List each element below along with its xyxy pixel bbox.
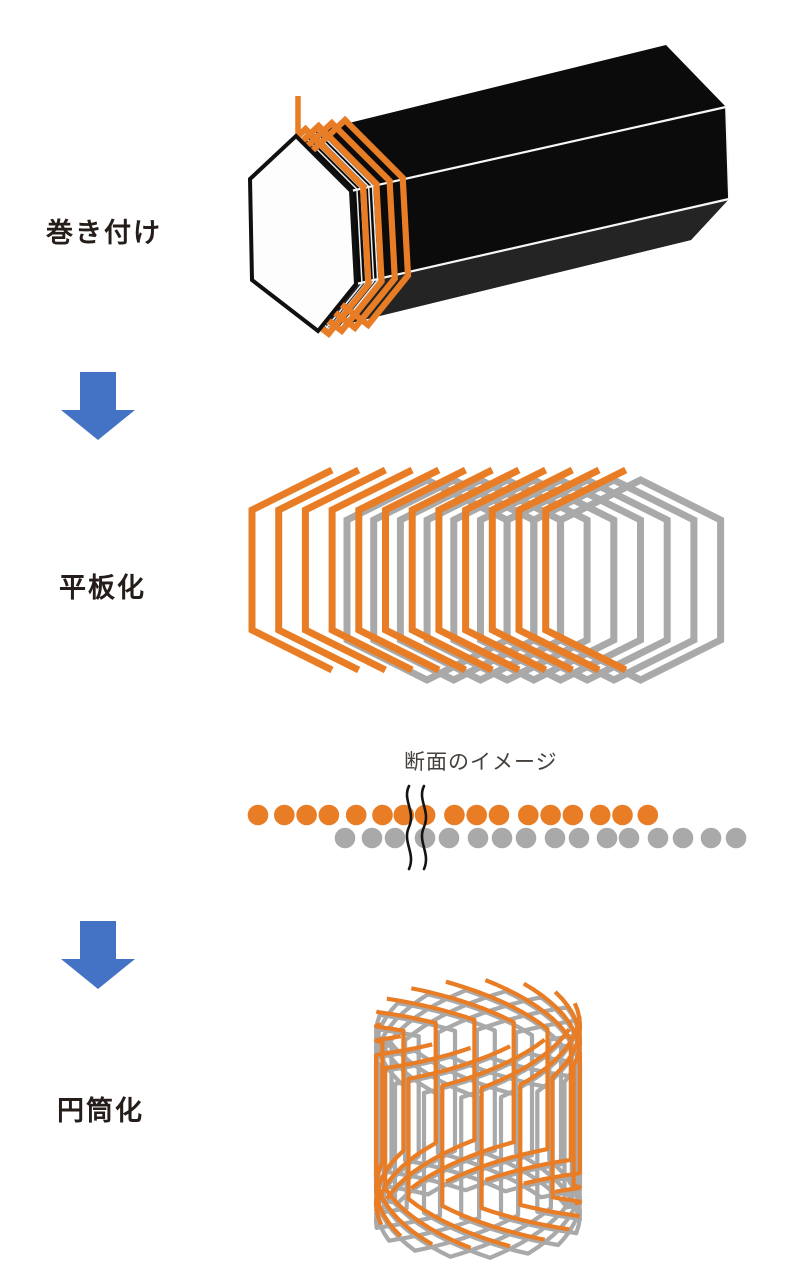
wound-hex-prism-figure (247, 45, 730, 339)
step-label-winding: 巻き付け (46, 218, 162, 248)
down-arrow-icon-1 (61, 372, 135, 440)
step-label-flattening: 平板化 (59, 573, 146, 603)
cross-section-caption: 断面のイメージ (404, 751, 558, 774)
cross-section-dots-figure (247, 784, 747, 871)
down-arrow-icon-2 (61, 921, 135, 989)
flattened-coil-figure (248, 466, 725, 684)
cylinder-coil-figure (373, 978, 583, 1260)
step-label-cylinderizing: 円筒化 (57, 1096, 144, 1126)
